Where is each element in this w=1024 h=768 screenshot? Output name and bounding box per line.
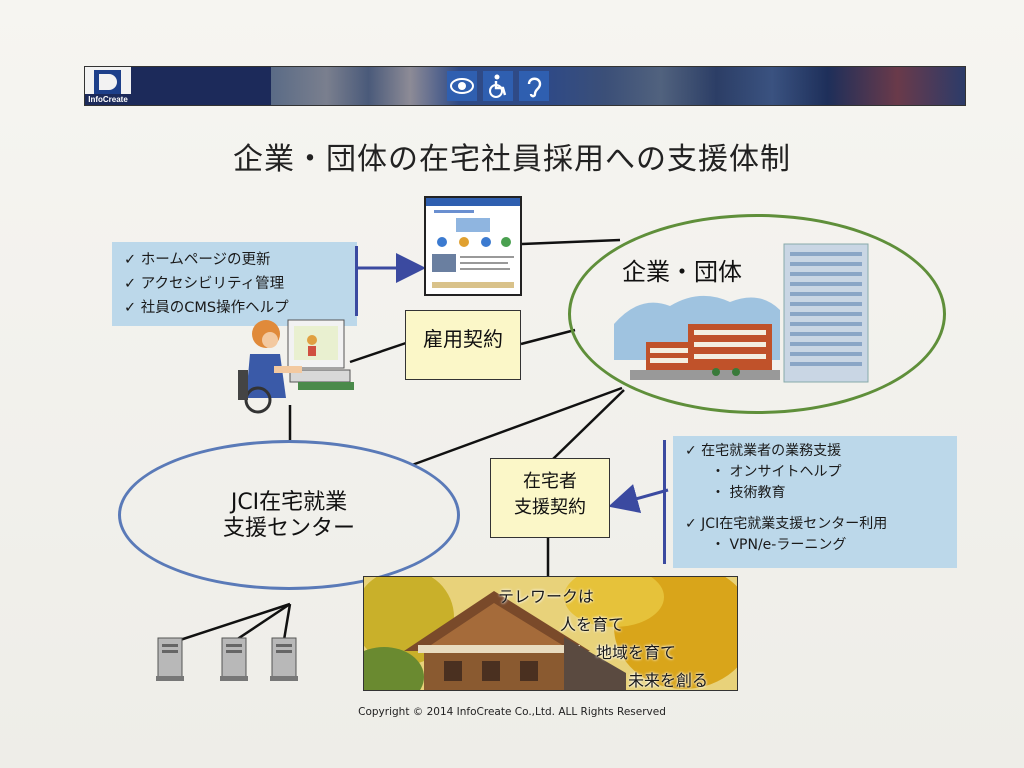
jci-to-corp-line [411, 386, 623, 467]
task-item: ✓ 社員のCMS操作ヘルプ [124, 300, 289, 316]
contract-to-corp-line [520, 328, 576, 346]
eye-icon [447, 71, 477, 101]
logo-bar [89, 70, 94, 94]
ear-icon [519, 71, 549, 101]
jci-to-server1-line [179, 602, 291, 642]
support-arrow [608, 484, 669, 514]
logo-text: InfoCreate [85, 94, 131, 105]
home-support-contract-doc: 在宅者 支援契約 [490, 458, 610, 538]
site-to-corp-line [521, 238, 621, 246]
server-icon [156, 637, 184, 681]
home-contract-line2: 支援契約 [514, 497, 586, 518]
corporate-buildings-illustration [614, 243, 869, 383]
slogan-line2: 人を育て [560, 615, 625, 634]
logo-mark [89, 70, 121, 94]
support-box: ✓ 在宅就業者の業務支援 ・ オンサイトヘルプ ・ 技術教育 ✓ JCI在宅就業… [673, 436, 957, 568]
servers-illustration [156, 637, 298, 681]
website-screenshot [424, 196, 522, 296]
home-worker-illustration [238, 319, 354, 414]
support-item: ・ オンサイトヘルプ [711, 464, 842, 480]
support-item: ・ VPN/e-ラーニング [711, 537, 847, 553]
infocreate-logo: InfoCreate [85, 67, 131, 105]
jci-center-label-line1: JCI在宅就業 [230, 490, 348, 515]
tasks-box: ✓ ホームページの更新 ✓ アクセシビリティ管理 ✓ 社員のCMS操作ヘルプ [112, 242, 357, 326]
slogan-line4: 未来を創る [628, 671, 709, 690]
tasks-divider [355, 246, 358, 316]
page-title: 企業・団体の在宅社員採用への支援体制 [233, 142, 791, 177]
jci-to-server2-line [235, 602, 291, 642]
banner-photo-strip [271, 67, 965, 105]
slogan-line3: 地域を育て [596, 643, 677, 662]
home-contract-line1: 在宅者 [523, 471, 577, 492]
support-item: ・ 技術教育 [711, 485, 786, 501]
wheelchair-icon [483, 71, 513, 101]
support-divider [663, 440, 666, 564]
support-heading: ✓ 在宅就業者の業務支援 [685, 443, 842, 459]
header-banner: InfoCreate [84, 66, 966, 106]
worker-to-contract-line [349, 341, 407, 364]
support-heading: ✓ JCI在宅就業支援センター利用 [685, 516, 888, 532]
corporation-label: 企業・団体 [622, 258, 742, 286]
task-item: ✓ アクセシビリティ管理 [124, 276, 285, 292]
jci-center-label-line2: 支援センター [222, 516, 355, 541]
server-icon [220, 637, 248, 681]
slogan-line1: テレワークは [498, 587, 595, 606]
server-icon [270, 637, 298, 681]
jci-center-label: JCI在宅就業 支援センター [118, 490, 460, 542]
employment-contract-doc: 雇用契約 [405, 310, 521, 380]
jci-to-server3-line [282, 603, 292, 641]
copyright-text: Copyright © 2014 InfoCreate Co.,Ltd. ALL… [358, 706, 666, 718]
telework-house-photo: テレワークは 人を育て 地域を育て 未来を創る [363, 576, 738, 691]
home-contract-to-corp-line [551, 389, 625, 461]
corporation-ellipse [568, 214, 946, 414]
task-item: ✓ ホームページの更新 [124, 252, 271, 268]
jci-center-ellipse [118, 440, 460, 590]
